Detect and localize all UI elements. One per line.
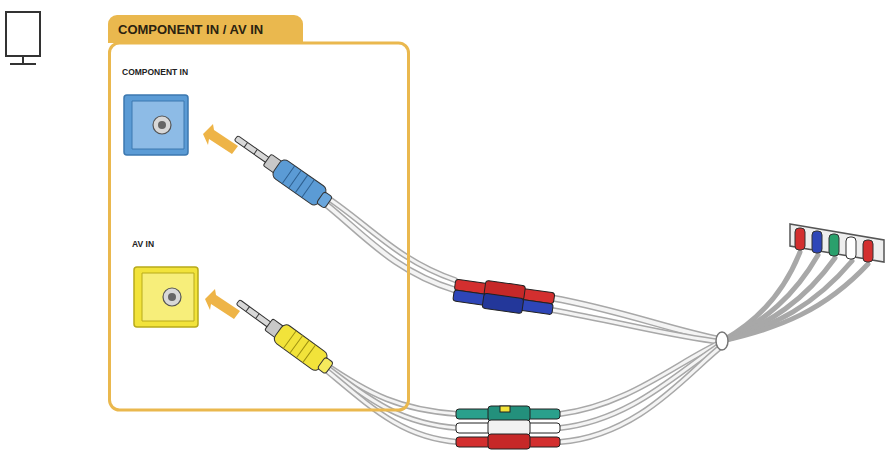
cable-tie <box>716 332 728 350</box>
jack-symbol <box>132 265 200 329</box>
inline-connector <box>452 276 555 318</box>
insert-arrow <box>203 124 240 319</box>
av-jack: AV IN <box>132 239 200 329</box>
connector-panel: COMPONENT IN AV IN COMPONENT IN / AV IN <box>108 15 410 412</box>
jack-symbol <box>122 93 190 157</box>
tv-icon <box>6 12 40 64</box>
jack-label: AV IN <box>132 239 200 249</box>
component-plug <box>230 129 335 212</box>
panel-border <box>110 43 409 410</box>
cable <box>318 194 868 442</box>
panel-heading: COMPONENT IN / AV IN <box>108 15 303 43</box>
component-cable-end <box>790 224 884 262</box>
jack-label: COMPONENT IN <box>122 67 191 77</box>
inline-connector <box>456 406 560 449</box>
component-jack: COMPONENT IN <box>122 67 191 157</box>
av-plug <box>232 293 336 377</box>
